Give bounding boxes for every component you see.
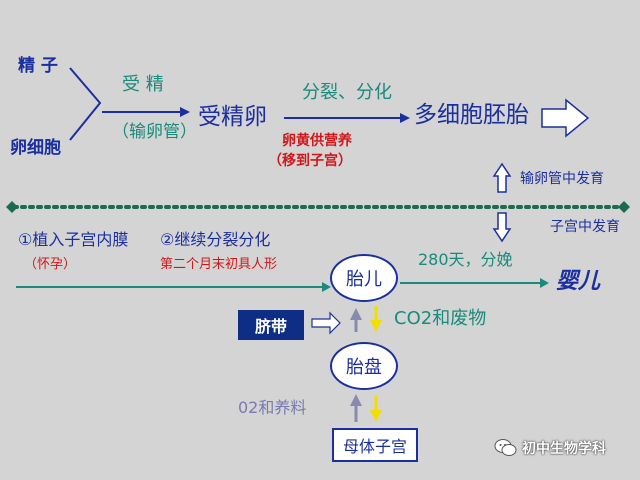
fetus-label: 胎儿 xyxy=(346,269,382,290)
yolk-nutrition-label: 卵黄供营养 xyxy=(282,133,352,149)
sperm-label: 精 子 xyxy=(18,56,58,76)
fertilization-arrowhead xyxy=(180,107,190,117)
gray-up-arrow-1-head xyxy=(350,308,362,320)
placenta-label: 胎盘 xyxy=(346,357,382,378)
days-birth-label: 280天，分娩 xyxy=(418,250,513,269)
co2-waste-label: CO2和废物 xyxy=(394,308,487,329)
uterus-develop-label: 子宫中发育 xyxy=(550,219,620,235)
pregnancy-label: （怀孕） xyxy=(24,257,77,272)
second-month-label: 第二个月末初具人形 xyxy=(160,257,278,272)
to-fetus-arrowhead xyxy=(322,282,331,292)
umbilical-label: 脐带 xyxy=(254,317,287,336)
yellow-down-arrow-1-head xyxy=(370,320,382,332)
placenta-ellipse: 胎盘 xyxy=(330,342,398,390)
wechat-icon xyxy=(494,438,518,458)
fertilization-label: 受 精 xyxy=(122,74,164,95)
gray-up-arrow-2-head xyxy=(350,394,362,406)
oviduct-develop-label: 输卵管中发育 xyxy=(520,171,604,187)
down-hollow-arrow xyxy=(492,212,512,243)
embryo-outline-arrow xyxy=(541,98,590,138)
zygote-label: 受精卵 xyxy=(198,104,267,130)
separator-left-diamond xyxy=(6,201,18,213)
move-uterus-label: （移到子宫） xyxy=(268,153,352,169)
division-arrowhead xyxy=(400,113,410,123)
up-hollow-arrow xyxy=(492,162,512,193)
divide-diff-label: 分裂、分化 xyxy=(302,82,392,103)
embryo-label: 多细胞胚胎 xyxy=(414,102,529,128)
separator-right-diamond xyxy=(618,201,630,213)
converge-lines xyxy=(69,67,102,141)
implant-label: ①植入子宫内膜 xyxy=(18,230,129,249)
baby-label: 婴儿 xyxy=(556,268,601,294)
to-baby-arrowhead xyxy=(540,278,549,288)
o2-nutrients-label: 02和养料 xyxy=(238,398,307,417)
fetus-ellipse: 胎儿 xyxy=(330,254,398,302)
mother-uterus-box: 母体子宫 xyxy=(332,428,418,462)
oviduct-paren-label: （输卵管） xyxy=(112,122,197,142)
mother-uterus-label: 母体子宫 xyxy=(342,437,407,456)
continue-divide-label: ②继续分裂分化 xyxy=(160,230,271,249)
yellow-down-arrow-2-head xyxy=(370,410,382,422)
watermark-label: 初中生物学科 xyxy=(522,441,606,457)
umbilical-hollow-arrow xyxy=(311,311,341,335)
umbilical-box: 脐带 xyxy=(238,310,304,340)
egg-label: 卵细胞 xyxy=(10,138,61,158)
